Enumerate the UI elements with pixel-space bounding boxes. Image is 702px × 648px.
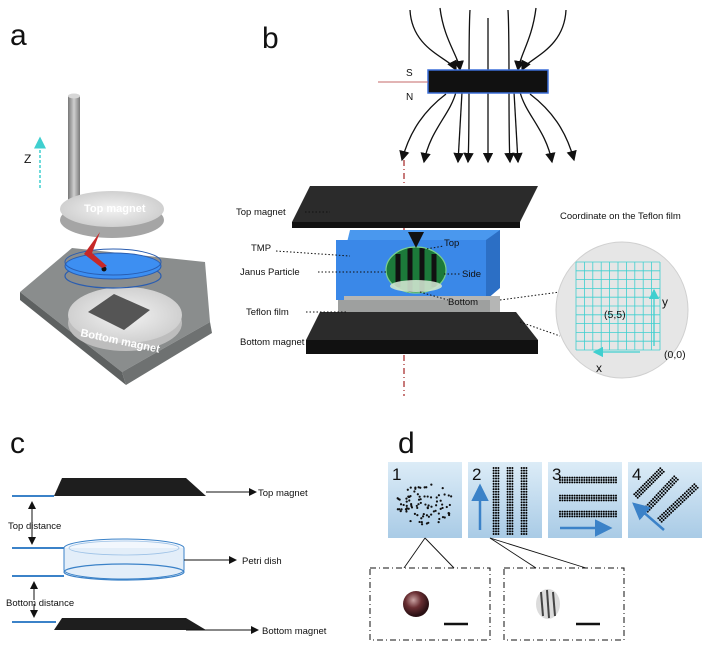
bar-magnet (427, 69, 549, 94)
b-top-magnet-label: Top magnet (236, 207, 286, 218)
top-magnet-label: Top magnet (84, 203, 146, 215)
red-pointer (84, 232, 107, 268)
origin-label: (0,0) (664, 349, 686, 361)
x-axis-label: x (596, 361, 602, 375)
coordinate-disc (555, 241, 689, 379)
particle-dot (101, 266, 107, 272)
pole-n-label: N (406, 92, 413, 103)
top-distance-label: Top distance (8, 521, 61, 532)
panel-letter-a: a (10, 19, 27, 52)
b-side-label: Side (462, 269, 481, 280)
z-axis-label: Z (24, 152, 31, 166)
point-5-5-label: (5,5) (604, 309, 626, 321)
b-tmp-label: TMP (251, 243, 271, 254)
b-teflon-label: Teflon film (246, 307, 289, 318)
panel-letter-b: b (262, 22, 279, 55)
tile-4 (628, 462, 702, 538)
c-top-magnet (54, 478, 206, 496)
coordinate-title: Coordinate on the Teflon film (560, 211, 681, 222)
panel-letter-c: c (10, 427, 25, 460)
tile-1-number: 1 (392, 465, 401, 484)
tile-3-horizontal-stripes (559, 476, 617, 518)
support-pole (68, 96, 80, 216)
c-bottom-magnet (54, 618, 206, 630)
zoom-box-2 (503, 567, 625, 641)
panel-a: a Z Bottom magnet Top magnet (10, 19, 212, 385)
b-bottom-magnet-plate (306, 312, 538, 340)
tile-1-random-particles (396, 483, 453, 526)
b-bottom-magnet-label: Bottom magnet (240, 337, 305, 348)
c-petri-dish-label: Petri dish (242, 556, 282, 567)
panel-b: b S N (236, 7, 689, 396)
panel-c: c Top magnet Petri dish Bottom magnet To… (6, 427, 327, 637)
panel-d: d 1 2 3 4 (369, 427, 702, 641)
tile-3-number: 3 (552, 465, 561, 484)
bottom-magnet-hole (88, 294, 150, 330)
c-bottom-magnet-label: Bottom magnet (262, 626, 327, 637)
y-axis-label: y (662, 295, 668, 309)
b-top-label: Top (444, 238, 459, 249)
coordinate-grid (575, 261, 661, 351)
panel-letter-d: d (398, 427, 415, 460)
tile-4-number: 4 (632, 465, 641, 484)
bottom-distance-label: Bottom distance (6, 598, 74, 609)
petri-dish-liquid (64, 252, 162, 280)
b-bottom-label: Bottom (448, 297, 478, 308)
pole-s-label: S (406, 68, 413, 79)
b-janus-label: Janus Particle (240, 267, 300, 278)
zoom-box-1 (369, 567, 491, 641)
b-top-magnet-plate (292, 186, 538, 222)
particle-micrograph-1 (403, 591, 429, 617)
tile-2-number: 2 (472, 465, 481, 484)
tile-2-vertical-stripes (492, 467, 528, 535)
c-top-magnet-label: Top magnet (258, 488, 308, 499)
